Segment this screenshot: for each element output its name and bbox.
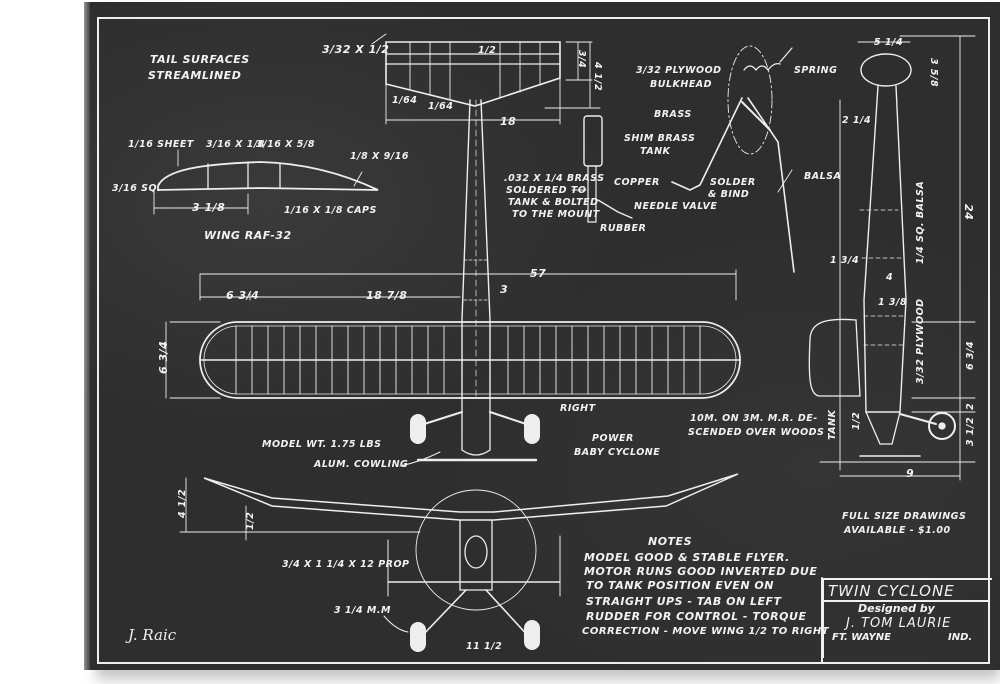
tail-span-dim: 18 xyxy=(500,115,517,128)
cowling-label: ALUM. COWLING xyxy=(314,459,409,470)
designer-city: FT. WAYNE xyxy=(832,632,891,643)
wing-spar-b-label: 3/16 x 5/8 xyxy=(256,139,315,150)
offer-line-1: FULL SIZE DRAWINGS xyxy=(842,511,967,522)
title-separator xyxy=(822,600,990,602)
tube-label-3: TANK & BOLTED xyxy=(508,197,599,208)
wheels-label: 3 1/4 M.M xyxy=(334,605,391,616)
wing-chord-dim: 3 1/8 xyxy=(192,201,226,214)
span-dim: 57 xyxy=(530,267,547,280)
wing-section-caption: WING RAF-32 xyxy=(204,229,292,242)
nose-width-dim: 5 1/4 xyxy=(874,37,904,48)
note-line: STRAIGHT UPS - TAB ON LEFT xyxy=(586,595,782,608)
fuselage-dim: 3 xyxy=(500,283,509,296)
shim-label-1: SHIM BRASS xyxy=(624,133,696,144)
offer-line-2: AVAILABLE - $1.00 xyxy=(844,525,951,536)
bulkhead-label-1: 3/32 PLYWOOD xyxy=(636,65,722,76)
prop-label: 3/4 x 1 1/4 x 12 PROP xyxy=(282,559,410,570)
wing-spar-a-label: 3/16 x 1/8 xyxy=(206,139,265,150)
notes-heading: NOTES xyxy=(648,535,692,548)
balsa-strip-label: 1/4 SQ. BALSA xyxy=(915,180,926,264)
length-dim: 24 xyxy=(962,204,975,221)
rubber-label: RUBBER xyxy=(600,223,647,234)
engine-label-2: BABY CYCLONE xyxy=(574,447,661,458)
shim-label-2: TANK xyxy=(640,146,671,157)
wing-airfoil-section xyxy=(153,149,379,215)
copper-label: COPPER xyxy=(614,177,660,188)
note-line: RUDDER FOR CONTROL - TORQUE xyxy=(586,610,807,623)
note-line: MOTOR RUNS GOOD INVERTED DUE xyxy=(584,565,818,578)
ply-mark-dim: 1 3/8 xyxy=(878,297,908,308)
wing-caps-label: 1/16 x 1/8 CAPS xyxy=(284,205,377,216)
designer-state: IND. xyxy=(948,632,973,643)
tail-center-dim: 1/2 xyxy=(478,45,497,56)
front-view xyxy=(179,473,739,652)
note-line: MODEL GOOD & STABLE FLYER. xyxy=(584,551,790,564)
wing-leading-sq-label: 3/16 SQ. xyxy=(112,183,162,194)
side-wing-chord-dim: 6 3/4 xyxy=(965,340,976,370)
weight-label: MODEL WT. 1.75 lbs xyxy=(262,439,382,450)
blueprint-canvas xyxy=(84,2,1000,670)
gear-dim-a: 2 xyxy=(965,402,976,410)
solder-label-2: & BIND xyxy=(708,189,750,200)
tank-detail xyxy=(571,115,633,223)
tail-chord-dim-a: 3/4 xyxy=(576,50,587,69)
right-label: RIGHT xyxy=(560,403,596,414)
landing-gear-detail xyxy=(671,45,795,273)
tube-label-2: SOLDERED TO xyxy=(506,185,587,196)
drawing-title: TWIN CYCLONE xyxy=(828,582,955,600)
wing-trailing-label: 1/8 x 9/16 xyxy=(350,151,409,162)
needle-valve-label: NEEDLE VALVE xyxy=(634,201,718,212)
title-block xyxy=(822,578,992,658)
tail-left-dim-a: 1/64 xyxy=(392,95,418,106)
flight-label-2: SCENDED OVER WOODS xyxy=(688,427,825,438)
engine-label-1: POWER xyxy=(592,433,634,444)
artist-signature: J. Raic xyxy=(128,626,177,644)
fuselage-side-view xyxy=(808,35,976,481)
designer-name: J. TOM LAURIE xyxy=(846,616,952,631)
bulkhead-label-2: BULKHEAD xyxy=(650,79,713,90)
tank-dim: 1/2 xyxy=(851,411,862,430)
wing-plan-view xyxy=(165,269,741,399)
base-dim: 9 xyxy=(906,467,915,480)
balsa-label: BALSA xyxy=(804,171,842,182)
panel-dim: 18 7/8 xyxy=(366,289,408,302)
mid-width-dim: 4 xyxy=(886,272,894,283)
rear-width-dim: 1 3/4 xyxy=(830,255,860,266)
dihedral-dim: 4 1/2 xyxy=(177,488,188,518)
plywood-label: 3/32 PLYWOOD xyxy=(915,298,926,384)
tip-rise-dim: 1/2 xyxy=(245,511,256,530)
note-line: CORRECTION - MOVE WING 1/2 TO RIGHT xyxy=(582,626,830,637)
gear-dim-b: 3 1/2 xyxy=(965,416,976,446)
nose-height-dim: 3 5/8 xyxy=(928,58,939,88)
tube-label-4: TO THE MOUNT xyxy=(512,209,600,220)
tail-caption-line-1: TAIL SURFACES xyxy=(150,53,250,66)
wing-sheet-label: 1/16 SHEET xyxy=(128,139,194,150)
designed-by-label: Designed by xyxy=(858,602,935,615)
tube-label-1: .032 x 1/4 BRASS xyxy=(504,173,605,184)
brass-label: BRASS xyxy=(654,109,692,120)
fuselage-plan-view xyxy=(461,99,491,399)
gear-plan-view xyxy=(399,397,540,467)
tail-spar-dim: 3/32 x 1/2 xyxy=(322,43,390,56)
tail-plan-view xyxy=(371,33,601,125)
upper-width-dim: 2 1/4 xyxy=(842,115,872,126)
note-line: TO TANK POSITION EVEN ON xyxy=(586,579,774,592)
wing-chord-dim: 6 3/4 xyxy=(157,340,170,374)
tail-left-dim-b: 1/64 xyxy=(428,101,454,112)
flight-label-1: 10m. on 3m. M.R. DE- xyxy=(690,413,818,424)
tail-caption-line-2: STREAMLINED xyxy=(148,69,242,82)
tank-label: TANK xyxy=(827,409,838,440)
canvas-edge xyxy=(84,2,90,670)
solder-label-1: SOLDER xyxy=(710,177,756,188)
border-frame xyxy=(97,17,990,664)
gear-track-dim: 11 1/2 xyxy=(466,641,503,652)
spring-label: SPRING xyxy=(794,65,838,76)
tip-dim: 6 3/4 xyxy=(226,289,260,302)
tail-chord-dim-b: 4 1/2 xyxy=(592,62,603,92)
